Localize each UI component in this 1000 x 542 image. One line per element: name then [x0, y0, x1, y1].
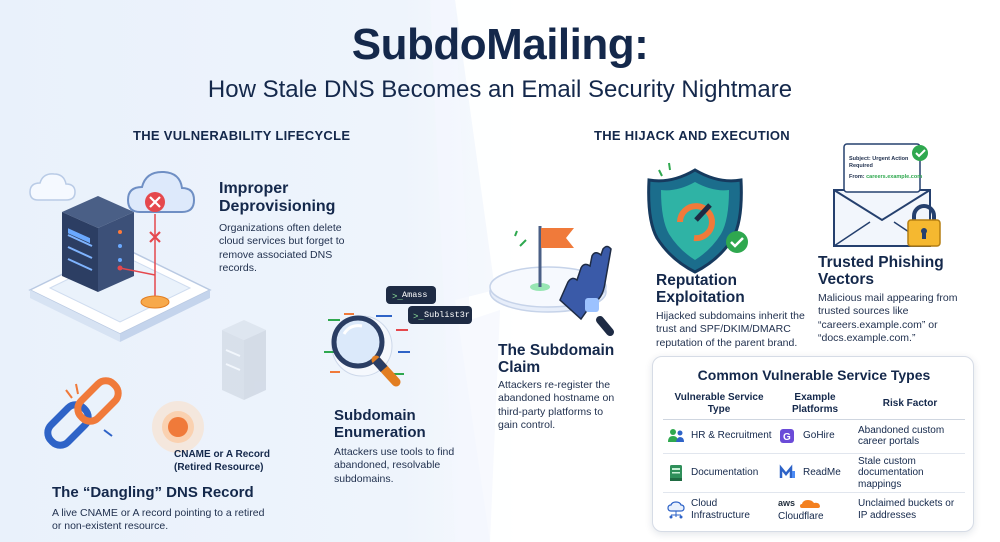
email-card-icon	[843, 143, 921, 193]
cloud-delete-icon	[126, 170, 196, 213]
claim-title-line1: The Subdomain	[498, 342, 615, 359]
service-type-cell: Documentation	[663, 453, 775, 493]
svg-text:>_: >_	[413, 312, 424, 322]
email-from-address: careers.example.com	[866, 174, 923, 180]
enumeration-title-line1: Subdomain	[334, 407, 416, 424]
page-title: SubdoMailing:	[351, 20, 649, 69]
dangling-record-label-line2: (Retired Resource)	[174, 461, 264, 473]
check-badge-icon	[912, 145, 928, 161]
cloudflare-cloud-icon	[799, 498, 821, 510]
service-type-cell: Cloud Infrastructure	[663, 493, 775, 527]
service-type-label: Cloud Infrastructure	[691, 498, 750, 521]
platform-label: GoHire	[803, 430, 835, 442]
people-icon	[666, 426, 686, 446]
lock-icon	[907, 204, 941, 247]
service-type-cell: HR & Recruitment	[663, 419, 775, 454]
tool-sublist3r-label: Sublist3r	[424, 310, 470, 320]
gohire-logo-icon: G	[778, 426, 798, 446]
services-card-title: Common Vulnerable Service Types	[697, 367, 931, 383]
flag-icon	[514, 226, 574, 287]
improper-title: Improper Deprovisioning	[219, 180, 335, 215]
small-cloud-icon	[29, 173, 76, 201]
server-rack-icon	[62, 196, 134, 292]
reputation-title-line2: Exploitation	[656, 289, 745, 307]
column-header-risk: Risk Factor	[855, 389, 965, 420]
robot-hand-icon	[559, 245, 614, 336]
reputation-body: Hijacked subdomains inherit the trust an…	[656, 310, 805, 349]
cloud-network-icon	[666, 500, 686, 520]
book-icon	[666, 463, 686, 483]
dangling-record-label-line1: CNAME or A Record	[174, 449, 270, 460]
broken-connection-icon	[117, 214, 170, 309]
readme-logo-icon	[778, 463, 798, 483]
service-type-label: HR & Recruitment	[691, 430, 772, 442]
risk-cell: Unclaimed buckets or IP addresses	[858, 498, 955, 521]
reputation-title-line1: Reputation	[656, 272, 737, 289]
claim-title: The Subdomain Claim	[498, 342, 614, 376]
platform-label: ReadMe	[803, 467, 841, 478]
table-row: Cloud Infrastructure aws Cloudflare	[663, 493, 965, 527]
improper-body: Organizations often delete cloud service…	[219, 222, 345, 275]
platform-cell: aws Cloudflare	[775, 493, 855, 527]
svg-text:>_: >_	[392, 292, 403, 302]
dangling-record-glow-icon	[152, 401, 204, 453]
dangling-record-label: CNAME or A Record (Retired Resource)	[174, 449, 270, 475]
dangling-body: A live CNAME or A record pointing to a r…	[52, 507, 265, 533]
platform-label: Cloudflare	[778, 510, 824, 522]
tool-amass-label: Amass	[402, 290, 428, 300]
shield-icon	[647, 162, 748, 274]
phishing-title: Trusted Phishing Vectors	[818, 254, 944, 288]
email-from-row: From: careers.example.com	[849, 174, 922, 181]
magnifying-glass-icon	[324, 313, 410, 387]
claim-body: Attackers re-register the abandoned host…	[498, 379, 615, 432]
platform-cell: G GoHire	[775, 419, 855, 454]
phishing-title-line1: Trusted Phishing	[818, 254, 944, 271]
page-subtitle: How Stale DNS Becomes an Email Security …	[207, 76, 793, 103]
improper-title-line1: Improper	[219, 180, 289, 197]
phishing-title-line2: Vectors	[818, 271, 875, 289]
table-row: Documentation ReadMe Stale custom docume…	[663, 453, 965, 493]
enumeration-title: Subdomain Enumeration	[334, 407, 426, 441]
terminal-badge-sublist3r: >_	[408, 306, 472, 324]
service-type-label: Documentation	[691, 467, 759, 478]
dangling-title: The “Dangling” DNS Record	[52, 484, 254, 501]
improper-title-line2: Deprovisioning	[219, 197, 336, 215]
broken-chain-icon	[44, 377, 122, 449]
section-heading-hijack: THE HIJACK AND EXECUTION	[594, 128, 790, 143]
section-heading-lifecycle: THE VULNERABILITY LIFECYCLE	[133, 128, 351, 143]
ghost-server-icon	[222, 320, 266, 400]
enumeration-body: Attackers use tools to find abandoned, r…	[334, 446, 455, 485]
platform-cell: ReadMe	[775, 453, 855, 493]
svg-text:G: G	[783, 432, 791, 443]
email-subject: Subject: Urgent Action Required	[849, 156, 909, 169]
aws-logo-text: aws	[778, 498, 796, 509]
services-table: Vulnerable Service Type Example Platform…	[663, 389, 965, 527]
column-header-platforms: Example Platforms	[775, 389, 855, 420]
phishing-body: Malicious mail appearing from trusted so…	[818, 292, 958, 345]
vulnerable-services-card: Common Vulnerable Service Types Vulnerab…	[652, 356, 974, 532]
terminal-badge-amass: >_	[386, 286, 436, 304]
email-from-label: From:	[849, 174, 865, 180]
risk-cell: Abandoned custom career portals	[855, 419, 965, 454]
risk-cell: Stale custom documentation mappings	[855, 453, 965, 493]
reputation-title: Reputation Exploitation	[656, 272, 745, 306]
table-row: HR & Recruitment G GoHire Abandoned cust…	[663, 419, 965, 454]
claim-title-line2: Claim	[498, 359, 541, 377]
column-header-service-type: Vulnerable Service Type	[663, 389, 775, 420]
services-table-header-row: Vulnerable Service Type Example Platform…	[663, 389, 965, 420]
enumeration-title-line2: Enumeration	[334, 423, 426, 441]
